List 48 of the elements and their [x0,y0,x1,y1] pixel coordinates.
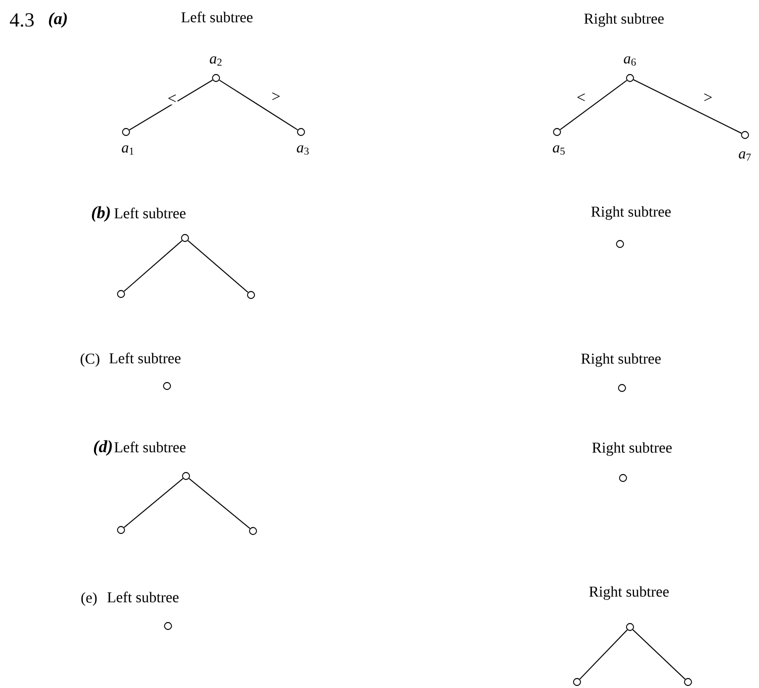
tree-node [553,128,561,136]
tree-node [122,128,130,136]
tree-edge [123,240,183,292]
tree-edge [218,80,298,130]
subtree-label: (e) [81,592,97,606]
node-label: a$_{6}$ [624,56,636,66]
tree-edge [128,80,214,130]
tree-node [619,474,627,482]
tree-node [181,234,189,242]
edge-label: < [168,94,176,102]
tree-node [164,622,172,630]
tree-edge [124,478,184,528]
subtree-label: Left subtree [107,592,178,602]
node-label: a$_{1}$ [122,145,134,155]
tree-node [684,678,692,686]
edge-label: < [577,93,585,102]
edge-label: > [704,93,712,102]
subtree-label: 4.3 [10,13,34,27]
tree-edge [579,629,628,680]
tree-edge [632,629,686,680]
tree-edge [188,478,250,529]
tree-node [249,527,257,535]
node-label: a$_{5}$ [552,145,565,155]
tree-node [741,131,749,139]
tree-node [626,74,634,82]
subtree-label: (d) [94,440,112,456]
tree-node [117,290,125,298]
tree-edge [633,79,742,134]
tree-node [297,128,305,136]
tree-node [618,384,626,392]
tree-edge [560,80,628,130]
tree-node [573,678,581,686]
node-label: a$_{2}$ [210,56,222,66]
tree-node [626,623,634,631]
subtree-label: (b) [92,206,110,222]
tree-node [163,382,171,390]
tree-edge [188,240,249,293]
tree-node [616,240,624,248]
tree-node [247,291,255,299]
node-label: a$_{3}$ [296,145,309,155]
tree-node [182,472,190,480]
edge-label: > [272,92,280,100]
tree-node [212,74,220,82]
subtree-label: (a) [48,12,67,28]
subtree-label: (C) [80,353,100,367]
tree-node [117,526,125,534]
node-label: a$_{7}$ [738,151,751,161]
subtree-label: Right subtree [589,586,669,600]
